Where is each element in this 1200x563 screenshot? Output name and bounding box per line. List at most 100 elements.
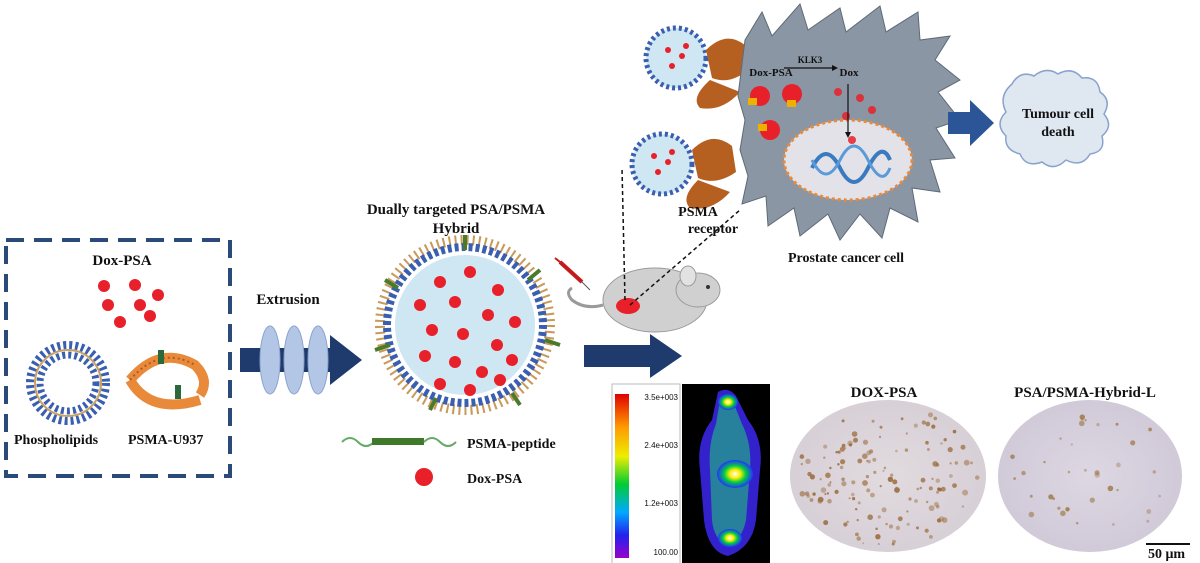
stain-speck [906,522,910,526]
dox-psa-dots [98,279,164,328]
stain-speck [848,497,851,500]
stain-speck [931,424,936,429]
stain-speck [837,450,841,454]
stain-speck [919,486,922,490]
stain-speck [841,443,846,448]
hybrid-panel-title: PSA/PSMA-Hybrid-L [1014,385,1156,401]
colorbar-tick-0: 3.5e+003 [644,393,678,402]
stain-speck [928,486,933,491]
stain-speck [841,481,847,487]
stain-speck [891,542,895,546]
stain-speck [940,442,943,445]
stain-speck [877,515,881,519]
stain-speck [855,508,858,511]
tumour-line1: Tumour cell [1022,107,1094,122]
phospholipid-liposome [26,341,110,425]
stain-speck [823,456,826,459]
legend-peptide-symbol [341,437,457,447]
stain-speck [933,416,938,421]
stain-speck [1158,494,1161,498]
prostate-cancer-cell [737,2,961,241]
stain-speck [841,477,845,482]
stain-speck [928,505,935,511]
stain-speck [866,450,872,456]
phospholipids-label: Phospholipids [14,433,99,448]
stain-speck [824,493,827,496]
stain-speck [862,480,868,486]
stain-speck [851,480,856,485]
stain-speck [1152,470,1157,474]
stain-speck [906,510,909,513]
stain-speck [935,504,940,509]
stain-speck [920,477,926,483]
stain-speck [1130,440,1136,446]
psma-receptor-bottom [686,138,736,209]
stain-speck [1116,488,1119,492]
scale-bar-label: 50 μm [1148,547,1185,562]
zoom-line-right [629,209,741,306]
stain-speck [952,483,957,488]
stain-speck [862,453,868,460]
stain-speck [937,487,941,491]
stain-speck [852,497,856,501]
stain-speck [882,469,885,472]
stain-speck [1065,507,1070,512]
stain-speck [856,536,861,541]
stain-speck [857,458,863,464]
stain-speck [809,498,814,502]
stain-speck [841,419,845,423]
stain-speck [840,459,846,465]
stain-speck [883,466,887,470]
stain-speck [963,459,970,466]
stain-speck [839,446,845,452]
stain-speck [949,474,953,478]
stain-speck [914,499,918,503]
stain-speck [952,429,957,434]
legend-dox-dot [415,468,433,486]
stain-speck [1010,454,1015,460]
stain-speck [943,438,947,442]
stain-speck [866,488,871,493]
stain-speck [895,525,901,531]
extrusion-label: Extrusion [256,292,320,308]
stain-speck [1076,522,1079,525]
stain-speck [799,454,805,459]
syringe-icon [554,257,591,291]
stain-speck [970,461,973,465]
stain-speck [829,481,832,484]
stain-speck [1079,420,1085,427]
stain-speck [1107,485,1114,492]
stain-speck [827,498,832,504]
stain-speck [1116,462,1121,468]
stain-speck [928,412,933,418]
stain-speck [961,505,965,508]
stain-speck [804,491,810,496]
stain-speck [856,518,859,522]
stain-speck [1052,497,1055,500]
stain-speck [827,483,832,487]
stain-speck [807,471,812,477]
stain-speck [805,458,811,464]
legend-peptide-label: PSMA-peptide [467,437,556,452]
stain-speck [1070,443,1074,446]
stain-speck [826,492,830,495]
stain-speck [1067,470,1071,474]
ingredients-box [4,238,232,478]
stain-speck [825,472,831,479]
psma-u937-membrane [125,350,209,410]
zoom-line-left [621,167,626,301]
stain-speck [866,459,869,463]
stain-speck [962,489,969,496]
stain-speck [847,440,853,446]
stain-speck [1059,437,1062,440]
stain-speck [916,526,919,530]
stain-speck [812,492,816,496]
stain-speck [940,486,946,492]
colorbar-gradient [615,394,629,558]
stain-speck [926,448,930,451]
stain-speck [1021,470,1026,476]
stain-speck [975,475,980,480]
legend-dox-label: Dox-PSA [467,472,523,487]
stain-speck [954,461,958,465]
